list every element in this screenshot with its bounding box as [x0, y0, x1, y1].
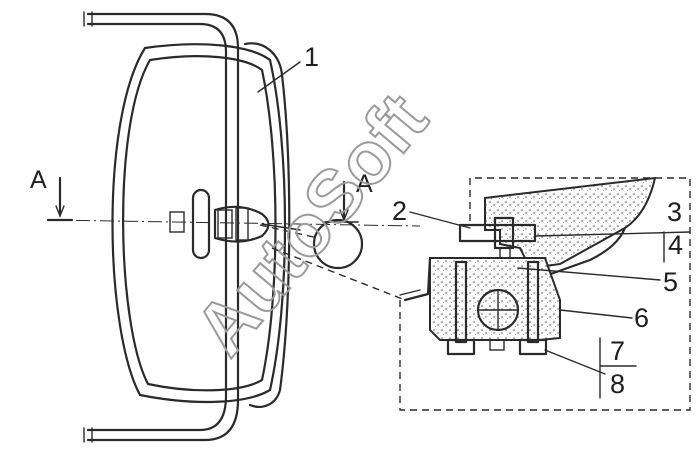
section-arrow-left — [46, 176, 74, 222]
callout-2: 2 — [392, 196, 407, 226]
section-line-left — [51, 219, 421, 227]
callout-8: 8 — [610, 369, 625, 399]
callout-7: 7 — [610, 336, 625, 366]
callout-3: 3 — [667, 197, 682, 227]
callout-4: 4 — [668, 230, 683, 260]
detail-circle — [259, 218, 406, 301]
callout-1: 1 — [304, 42, 319, 72]
callout-6: 6 — [634, 303, 649, 333]
section-arrow-right — [339, 180, 349, 222]
mirror-mount — [169, 188, 301, 260]
section-letter-left: A — [30, 166, 47, 194]
leader-lines — [257, 61, 691, 399]
detail-frame — [399, 177, 691, 411]
mirror-housing — [111, 42, 291, 408]
callout-5: 5 — [663, 267, 678, 297]
clamp-assembly-detail — [399, 176, 657, 356]
section-letter-right: A — [356, 170, 373, 198]
